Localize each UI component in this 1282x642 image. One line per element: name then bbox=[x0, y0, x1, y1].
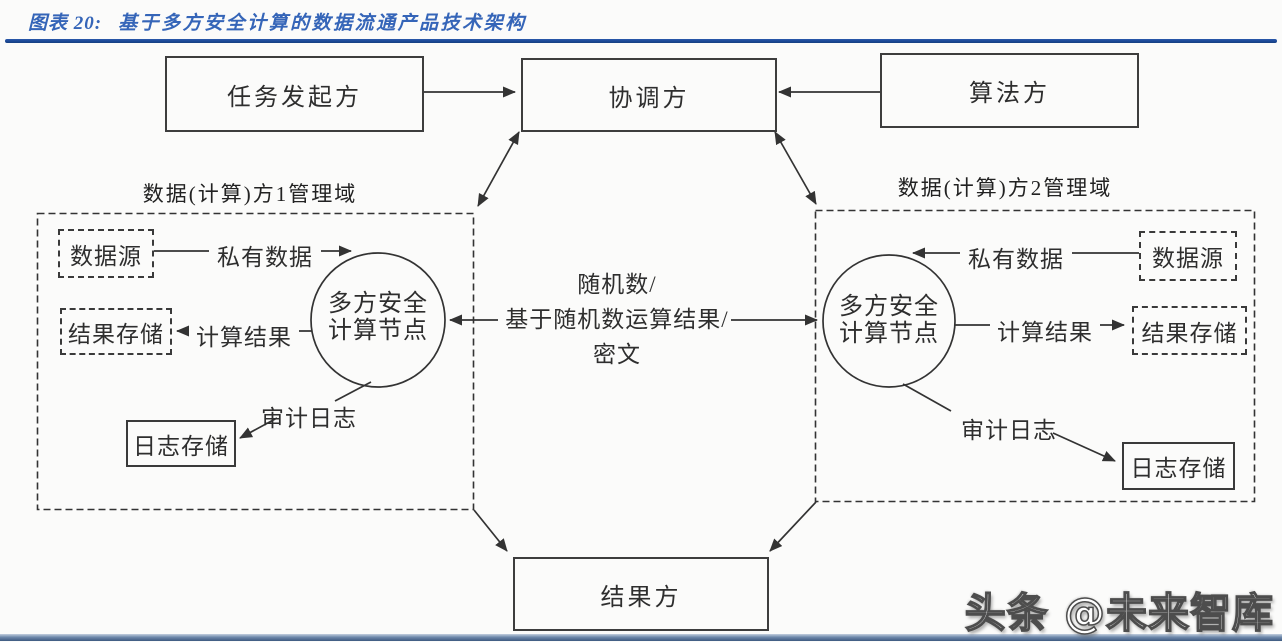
domain2-mpc-node-line2: 计算节点 bbox=[839, 321, 939, 347]
arrow-domain1-to-result bbox=[473, 509, 508, 552]
result-party-label: 结果方 bbox=[600, 584, 682, 611]
domain1-boundary bbox=[36, 212, 475, 511]
domain2-data-source-label: 数据源 bbox=[1152, 246, 1224, 271]
algorithm-party-label: 算法方 bbox=[969, 81, 1050, 107]
arrow-domain2-to-result bbox=[769, 501, 817, 552]
exchange-line2: 基于随机数运算结果/ bbox=[505, 307, 729, 332]
domain1-result-store-label: 结果存储 bbox=[68, 321, 164, 347]
line-domain2-node-to-auditlabel bbox=[902, 383, 952, 412]
exchange-line1: 随机数/ bbox=[577, 272, 657, 297]
domain2-mpc-node-line1: 多方安全 bbox=[839, 294, 939, 320]
domain2-result-store-box: 结果存储 bbox=[1132, 306, 1247, 355]
watermark: 头条 @未来智库 bbox=[964, 588, 1274, 638]
coordinator-box: 协调方 bbox=[521, 58, 777, 132]
result-party-box: 结果方 bbox=[513, 557, 769, 631]
task-initiator-label: 任务发起方 bbox=[227, 84, 362, 111]
domain2-private-data-label: 私有数据 bbox=[960, 240, 1072, 274]
domain2-audit-log-label: 审计日志 bbox=[961, 418, 1057, 443]
figure-caption: 图表 20: 基于多方安全计算的数据流通产品技术架构 bbox=[28, 8, 527, 34]
domain1-title: 数据(计算)方1管理域 bbox=[142, 182, 358, 206]
algorithm-party-box: 算法方 bbox=[880, 53, 1139, 128]
domain1-mpc-node-line1: 多方安全 bbox=[328, 291, 428, 317]
domain1-mpc-node-circle bbox=[310, 252, 446, 388]
domain1-data-source-box: 数据源 bbox=[58, 229, 154, 278]
header-divider bbox=[5, 39, 1277, 43]
line-domain1-node-to-auditlabel bbox=[334, 381, 372, 402]
domain1-log-store-label: 日志存储 bbox=[133, 433, 229, 459]
exchange-line3: 密文 bbox=[593, 342, 641, 367]
arrow-domain2-audit-to-logstore bbox=[1052, 432, 1116, 462]
domain1-data-source-label: 数据源 bbox=[70, 243, 142, 269]
exchange-data-label: 随机数/ 基于随机数运算结果/ 密文 bbox=[494, 267, 740, 372]
domain1-audit-log-label: 审计日志 bbox=[261, 406, 357, 431]
arrow-domain1-audit-to-logstore bbox=[239, 417, 278, 439]
domain2-title: 数据(计算)方2管理域 bbox=[897, 176, 1113, 200]
domain1-result-store-box: 结果存储 bbox=[60, 308, 172, 355]
domain2-log-store-label: 日志存储 bbox=[1130, 456, 1227, 481]
domain2-compute-result-label: 计算结果 bbox=[990, 313, 1100, 347]
footer-divider bbox=[0, 634, 1282, 641]
figure-number: 图表 20: bbox=[28, 12, 103, 34]
arrow-coordinator-domain2 bbox=[774, 131, 817, 205]
domain2-boundary bbox=[814, 209, 1256, 503]
domain2-data-source-box: 数据源 bbox=[1139, 231, 1237, 281]
domain2-mpc-node-label: 多方安全 计算节点 bbox=[822, 294, 956, 348]
coordinator-label: 协调方 bbox=[608, 85, 690, 112]
domain2-mpc-node-circle bbox=[822, 254, 956, 388]
domain1-private-data-label: 私有数据 bbox=[209, 238, 321, 272]
figure-title: 基于多方安全计算的数据流通产品技术架构 bbox=[118, 12, 527, 34]
domain2-log-store-box: 日志存储 bbox=[1122, 442, 1235, 490]
domain1-mpc-node-line2: 计算节点 bbox=[328, 318, 428, 344]
domain1-log-store-box: 日志存储 bbox=[126, 420, 236, 467]
arrow-coordinator-domain1 bbox=[477, 131, 520, 207]
domain1-compute-result-label: 计算结果 bbox=[189, 318, 299, 352]
task-initiator-box: 任务发起方 bbox=[165, 56, 424, 132]
domain2-result-store-label: 结果存储 bbox=[1141, 320, 1238, 346]
domain1-mpc-node-label: 多方安全 计算节点 bbox=[311, 291, 445, 345]
